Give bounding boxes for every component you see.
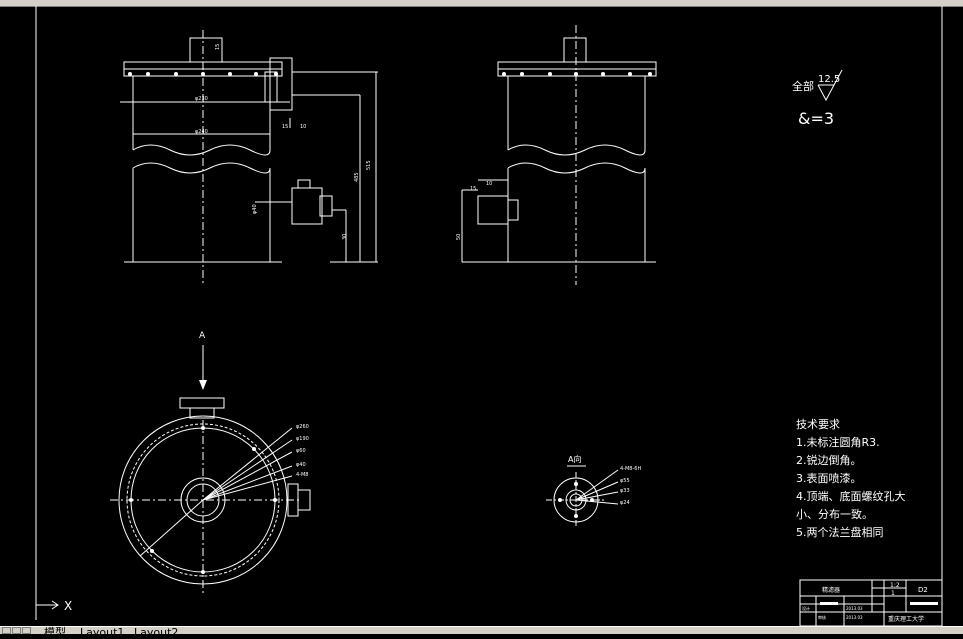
designer-label: 设计 — [802, 605, 810, 611]
quantity: 1 — [891, 590, 895, 597]
title-field-fill — [910, 602, 938, 605]
dim-30: 30 — [342, 234, 348, 240]
tech-requirements: 技术要求 1.未标注圆角R3. 2.锐边倒角。 3.表面喷漆。 4.顶端、底面螺… — [796, 418, 906, 539]
a-dim-phi24: φ24 — [620, 500, 630, 506]
ucs-x-label: X — [64, 599, 72, 613]
ucs-icon: X — [36, 599, 72, 613]
toolbar-strip — [0, 0, 963, 7]
surface-roughness-value: 12.5 — [818, 74, 840, 85]
a-bolts — [558, 482, 594, 518]
side-view — [461, 37, 657, 263]
top-bolts — [129, 426, 277, 574]
view-a-arrow: A — [199, 331, 207, 390]
top-dim-4m8: 4-M8 — [296, 472, 308, 478]
date-design: 2013.03 — [846, 606, 863, 611]
tech-note: 2.锐边倒角。 — [796, 453, 862, 467]
tech-note: 4.顶端、底面螺纹孔大 — [796, 489, 906, 503]
dim-10: 10 — [300, 124, 306, 130]
front-view — [120, 37, 378, 263]
dim-top-15: 15 — [215, 44, 221, 50]
tech-note: 5.两个法兰盘相同 — [796, 525, 884, 539]
title-block — [799, 579, 943, 626]
a-dim-phi55: φ55 — [620, 478, 630, 484]
dim-phi240: φ240 — [195, 129, 208, 135]
top-dim-phi40: φ40 — [296, 462, 306, 468]
checker-label: 审核 — [818, 614, 826, 620]
top-dim-phi260: φ260 — [296, 424, 309, 430]
dim-phi40-side: φ40 — [252, 204, 258, 214]
dim-485: 485 — [354, 172, 360, 182]
dim-15: 15 — [282, 124, 288, 130]
title-field-fill — [820, 602, 838, 605]
side-dim-10: 10 — [486, 181, 492, 187]
top-dim-phi190: φ190 — [296, 436, 309, 442]
dim-phi230: φ230 — [195, 96, 208, 102]
view-a-label: A — [199, 331, 206, 341]
top-dim-phi60: φ60 — [296, 448, 306, 454]
tech-note: 1.未标注圆角R3. — [796, 435, 880, 449]
sheet-code: D2 — [918, 586, 928, 594]
a-view-detail — [553, 465, 619, 523]
front-bolts — [128, 72, 278, 76]
date-check: 2013.03 — [846, 615, 863, 620]
part-name: 精滤器 — [822, 586, 840, 594]
tech-note: 3.表面喷漆。 — [796, 471, 862, 485]
a-dim-4m8: 4-M8-6H — [620, 466, 641, 472]
surface-all-label: 全部 — [792, 79, 814, 93]
a-dim-phi33: φ33 — [620, 488, 630, 494]
thickness-note: &=3 — [798, 109, 834, 128]
tech-note: 小、分布一致。 — [796, 507, 873, 521]
drawing-canvas[interactable]: φ230 φ240 515 485 30 10 15 φ40 15 10 — [0, 6, 963, 626]
surface-finish-note: 全部 12.5 &=3 — [792, 69, 843, 128]
top-view — [118, 397, 311, 585]
a-view-label: A向 — [568, 454, 581, 464]
dim-515: 515 — [366, 160, 372, 170]
school-name: 重庆理工大学 — [888, 615, 924, 623]
side-dim-15: 15 — [470, 186, 476, 192]
side-dim-50: 50 — [456, 234, 462, 240]
side-bolts — [502, 72, 652, 76]
tech-title: 技术要求 — [796, 418, 840, 431]
scale-label: 1:2 — [890, 582, 900, 589]
